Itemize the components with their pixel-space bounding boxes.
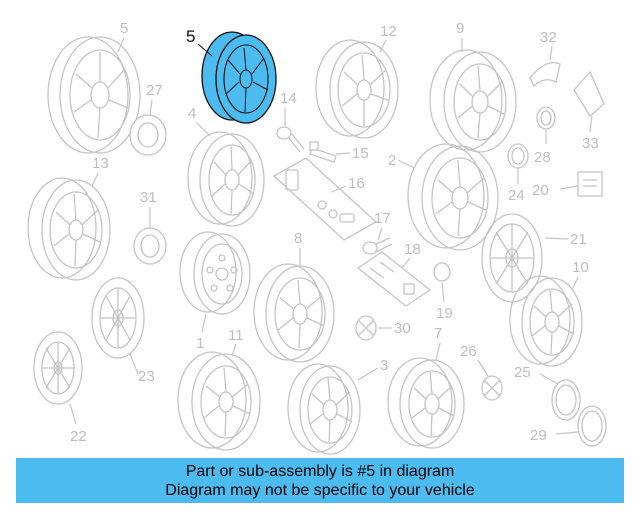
ornament-part-26[interactable] — [481, 375, 503, 401]
wheel-part-13[interactable] — [27, 177, 111, 281]
wheel-part-7[interactable] — [387, 357, 465, 449]
callout-28: 28 — [534, 149, 551, 166]
callout-6: 5 — [120, 20, 128, 37]
callout-13: 13 — [92, 155, 109, 172]
emblem-part-28[interactable] — [536, 106, 556, 130]
callout-12: 12 — [380, 23, 397, 40]
wheel-part-5-highlighted[interactable] — [201, 31, 277, 124]
callout-10: 10 — [572, 259, 589, 276]
cap-part-19[interactable] — [433, 262, 451, 282]
ring-part-29[interactable] — [577, 405, 607, 447]
wheel-part-11[interactable] — [177, 351, 261, 451]
callout-5: 5 — [186, 27, 195, 46]
emblem-part-24[interactable] — [507, 143, 529, 169]
callout-29: 29 — [530, 427, 547, 444]
ring-part-25[interactable] — [551, 379, 581, 421]
callout-3: 3 — [380, 357, 388, 374]
sensor-kit-part-16[interactable] — [272, 157, 378, 241]
wheel-part-3[interactable] — [287, 363, 361, 455]
callout-15: 15 — [352, 145, 369, 162]
wheel-part-1[interactable] — [179, 231, 251, 315]
wheel-part-10[interactable] — [509, 275, 583, 367]
hubcap-part-22[interactable] — [33, 331, 83, 405]
callout-7: 7 — [434, 325, 442, 342]
callout-2: 2 — [388, 152, 396, 169]
callout-30: 30 — [394, 320, 411, 337]
hubcap-part-23[interactable] — [91, 277, 145, 359]
wheel-part-12[interactable] — [315, 39, 399, 139]
banner-line-part-number: Part or sub-assembly is #5 in diagram — [185, 463, 455, 480]
label-part-20[interactable] — [577, 171, 603, 197]
valve-part-15[interactable] — [309, 141, 337, 163]
bolt-part-14[interactable] — [276, 126, 305, 153]
wheel-part-9[interactable] — [429, 49, 517, 153]
wheel-part-4[interactable] — [187, 131, 265, 227]
wheel-part-2[interactable] — [407, 143, 499, 251]
callout-1: 1 — [196, 335, 204, 352]
callout-19: 19 — [436, 305, 453, 322]
cap-part-31[interactable] — [133, 227, 167, 265]
callout-32: 32 — [540, 29, 557, 46]
callout-26: 26 — [460, 343, 477, 360]
callout-18: 18 — [404, 241, 421, 258]
emblem-part-32[interactable] — [529, 61, 561, 88]
callout-4: 4 — [188, 105, 196, 122]
wheel-part-8[interactable] — [253, 263, 335, 363]
callout-20: 20 — [532, 182, 549, 199]
kit-part-18[interactable] — [356, 251, 432, 307]
ornament-part-30[interactable] — [355, 315, 377, 341]
callout-9: 9 — [456, 20, 464, 37]
callout-17: 17 — [374, 210, 391, 227]
callout-8: 8 — [294, 230, 302, 247]
callout-25: 25 — [514, 364, 531, 381]
info-banner: Part or sub-assembly is #5 in diagram Di… — [16, 458, 624, 503]
callout-33: 33 — [582, 135, 599, 152]
wheel-part-6[interactable] — [47, 36, 141, 154]
callout-21: 21 — [570, 231, 587, 248]
trim-part-33[interactable] — [573, 70, 605, 117]
callout-16: 16 — [348, 175, 365, 192]
bolt-part-17[interactable] — [362, 237, 393, 255]
callout-23: 23 — [138, 368, 155, 385]
banner-line-disclaimer: Diagram may not be specific to your vehi… — [165, 482, 475, 499]
callout-22: 22 — [70, 428, 87, 445]
callout-11: 11 — [228, 327, 244, 344]
callout-31: 31 — [140, 189, 157, 206]
callout-24: 24 — [508, 187, 525, 204]
callout-14: 14 — [280, 90, 297, 107]
cap-part-27[interactable] — [129, 114, 167, 156]
callout-27: 27 — [146, 82, 163, 99]
